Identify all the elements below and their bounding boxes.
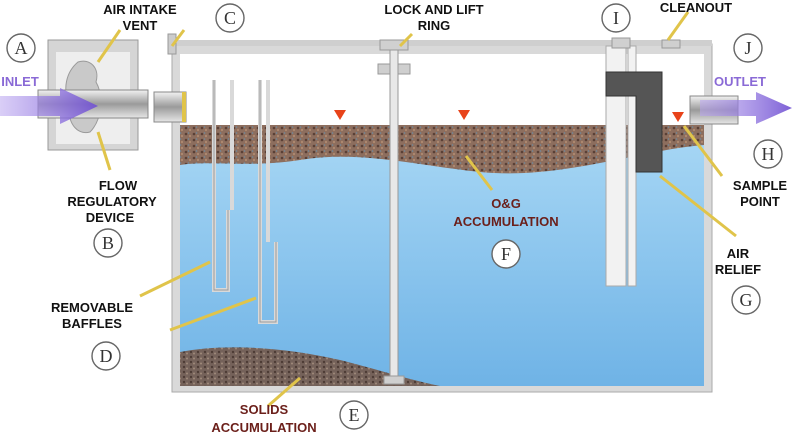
outlet-label: OUTLET — [714, 74, 766, 89]
callout-i-letter: I — [613, 8, 619, 28]
sample-point-label-line2: POINT — [740, 194, 780, 209]
callout-d-letter: D — [100, 346, 113, 366]
callout-d: D — [91, 341, 121, 371]
callout-b-letter: B — [102, 233, 114, 253]
air-relief-label-line1: AIR — [727, 246, 750, 261]
sample-point-label-line1: SAMPLE — [733, 178, 788, 193]
inlet-pipe — [153, 91, 187, 123]
callout-e: E — [339, 400, 369, 430]
oil-grease-layer — [180, 125, 704, 174]
callout-h-letter: H — [762, 144, 775, 164]
lock-lift-ring — [377, 39, 411, 385]
og-accumulation-label-line1: O&G — [491, 196, 521, 211]
level-marker-3 — [672, 112, 684, 122]
level-marker-1 — [334, 110, 346, 120]
callout-a: A — [6, 33, 36, 63]
outlet-elbow — [605, 37, 663, 287]
callout-i: I — [601, 3, 631, 33]
callout-g-letter: G — [740, 290, 753, 310]
inlet-arrow — [0, 88, 98, 124]
callout-c: C — [215, 3, 245, 33]
cleanout-cap — [661, 39, 681, 49]
callout-j-letter: J — [744, 38, 751, 58]
removable-baffles-label-line2: BAFFLES — [62, 316, 122, 331]
inlet-label: INLET — [1, 74, 39, 89]
callout-g: G — [731, 285, 761, 315]
air-relief-label-line2: RELIEF — [715, 262, 761, 277]
air-intake-vent-label-line2: VENT — [123, 18, 158, 33]
og-accumulation-label-line2: ACCUMULATION — [453, 214, 558, 229]
callout-j: J — [733, 33, 763, 63]
level-marker-2 — [458, 110, 470, 120]
lock-lift-ring-label-line1: LOCK AND LIFT — [384, 2, 483, 17]
callout-e-letter: E — [349, 405, 360, 425]
lock-lift-ring-label-line2: RING — [418, 18, 451, 33]
flow-regulatory-device-label-line1: FLOW — [99, 178, 138, 193]
cleanout-label: CLEANOUT — [660, 0, 732, 15]
solids-accumulation-label-line1: SOLIDS — [240, 402, 289, 417]
solids-accumulation-label-line2: ACCUMULATION — [211, 420, 316, 435]
air-intake-vent-label-line1: AIR INTAKE — [103, 2, 177, 17]
callout-b: B — [93, 228, 123, 258]
removable-baffles-label-line1: REMOVABLE — [51, 300, 133, 315]
flow-regulatory-device-label-line2: REGULATORY — [67, 194, 157, 209]
outlet-arrow — [700, 92, 792, 124]
callout-h: H — [753, 139, 783, 169]
callout-f: F — [491, 239, 521, 269]
callout-c-letter: C — [224, 8, 236, 28]
solids-layer — [180, 347, 440, 386]
callout-a-letter: A — [15, 38, 28, 58]
flow-regulatory-device — [37, 39, 149, 151]
flow-regulatory-device-label-line3: DEVICE — [86, 210, 135, 225]
callout-f-letter: F — [501, 244, 511, 264]
leader-lines — [96, 11, 737, 408]
